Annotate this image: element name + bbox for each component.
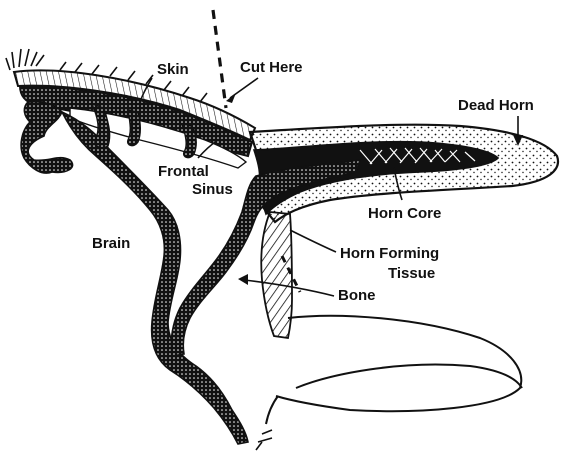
skull-bone-left — [21, 101, 72, 173]
lower-jaw-marks — [256, 430, 272, 450]
label-dead-horn: Dead Horn — [458, 97, 534, 114]
label-horn-forming-2: Tissue — [388, 265, 435, 282]
label-bone: Bone — [338, 287, 376, 304]
label-brain: Brain — [92, 235, 130, 252]
eye-socket-outline — [266, 316, 522, 424]
label-frontal-sinus-1: Frontal — [158, 163, 209, 180]
cut-line — [213, 10, 226, 108]
label-frontal-sinus-2: Sinus — [192, 181, 233, 198]
horn-forming-tissue — [261, 212, 292, 338]
label-skin: Skin — [157, 61, 189, 78]
label-cut-here: Cut Here — [240, 59, 303, 76]
label-horn-forming-1: Horn Forming — [340, 245, 439, 262]
label-horn-core: Horn Core — [368, 205, 441, 222]
